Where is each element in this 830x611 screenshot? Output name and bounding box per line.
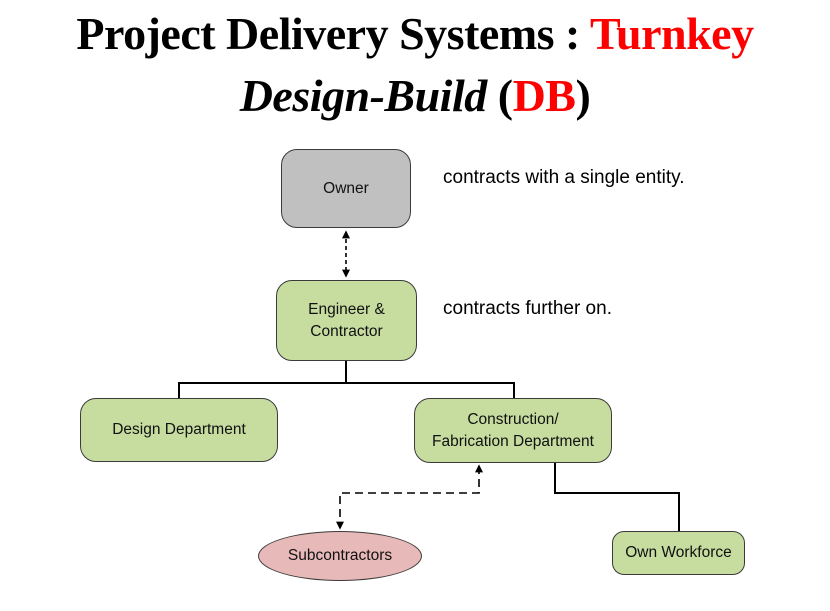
construction-department-label: Construction/ Fabrication Department [432, 410, 594, 450]
owner-node[interactable]: Owner [281, 149, 411, 228]
title-accent-turnkey: Turnkey [590, 8, 754, 59]
construction-subcontractors-dashed-arrow [336, 464, 483, 530]
construction-department-node[interactable]: Construction/ Fabrication Department [414, 398, 612, 463]
subcontractors-node[interactable]: Subcontractors [258, 531, 422, 581]
title-accent-db: DB [512, 70, 576, 121]
design-department-label: Design Department [112, 421, 246, 438]
title-line-1: Project Delivery Systems : Turnkey [0, 6, 830, 62]
design-department-node[interactable]: Design Department [80, 398, 278, 462]
own-workforce-label: Own Workforce [625, 544, 732, 561]
owner-label: Owner [323, 179, 369, 197]
title-line-2: Design-Build (DB) [0, 68, 830, 124]
engineer-contractor-node[interactable]: Engineer & Contractor [276, 280, 417, 361]
departments-branch-connector [178, 382, 515, 398]
title-open-paren: ( [486, 70, 513, 121]
title-prefix: Project Delivery Systems : [76, 8, 591, 59]
contractor-note: contracts further on. [443, 298, 612, 319]
title-close-paren: ) [575, 70, 591, 121]
subcontractors-label: Subcontractors [287, 547, 393, 564]
own-workforce-node[interactable]: Own Workforce [612, 531, 745, 575]
engineer-contractor-label: Engineer & Contractor [308, 300, 385, 340]
construction-workforce-connector [554, 463, 680, 531]
title-design-build: Design-Build [239, 70, 488, 121]
owner-note: contracts with a single entity. [443, 167, 685, 188]
